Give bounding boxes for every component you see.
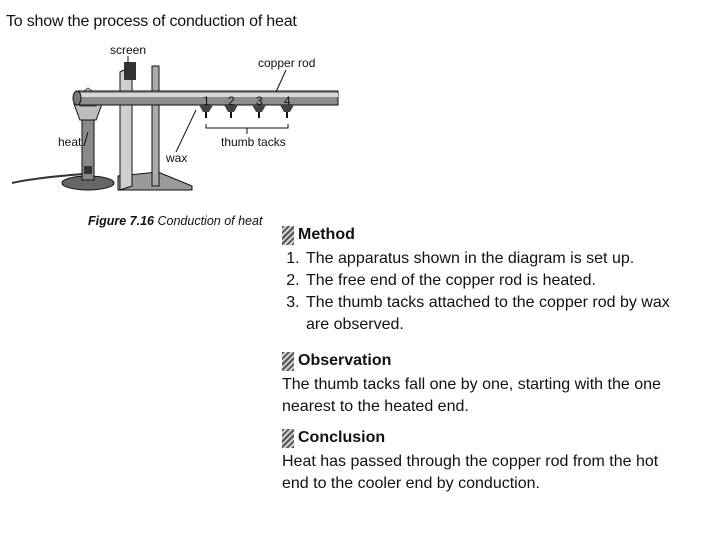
- observation-text: The thumb tacks fall one by one, startin…: [282, 376, 661, 415]
- page-title: To show the process of conduction of hea…: [6, 13, 297, 30]
- tack-number: 4: [284, 94, 291, 108]
- method-section: Method The apparatus shown in the diagra…: [282, 224, 676, 336]
- conclusion-section: Conclusion Heat has passed through the c…: [282, 427, 674, 495]
- conduction-apparatus-diagram: 1 2 3 4 screen copper rod heat wax thumb…: [11, 43, 339, 191]
- method-heading: Method: [282, 224, 676, 246]
- tack-number: 2: [228, 94, 235, 108]
- bunsen-burner: [11, 103, 115, 191]
- thumb-tack: [252, 105, 266, 118]
- section-marker-icon: [282, 352, 294, 371]
- method-steps: The apparatus shown in the diagram is se…: [282, 248, 676, 336]
- method-step: The apparatus shown in the diagram is se…: [304, 248, 676, 270]
- label-thumb-tacks: thumb tacks: [221, 135, 286, 149]
- label-wax: wax: [165, 151, 187, 165]
- observation-section: Observation The thumb tacks fall one by …: [282, 350, 674, 418]
- tack-number: 1: [203, 94, 210, 108]
- observation-heading: Observation: [282, 350, 674, 372]
- label-copper-rod: copper rod: [258, 56, 315, 70]
- figure-number: Figure 7.16: [88, 214, 154, 228]
- figure-caption-text: Conduction of heat: [157, 214, 263, 228]
- figure-caption: Figure 7.16 Conduction of heat: [88, 214, 262, 228]
- section-marker-icon: [282, 226, 294, 245]
- tack-number: 3: [256, 94, 263, 108]
- thumb-tack: [280, 105, 294, 118]
- method-step: The free end of the copper rod is heated…: [304, 270, 676, 292]
- conclusion-heading: Conclusion: [282, 427, 674, 449]
- thumb-tack: [199, 105, 213, 118]
- method-step: The thumb tacks attached to the copper r…: [304, 292, 676, 336]
- label-heat: heat: [58, 135, 82, 149]
- screen-board: [119, 62, 136, 191]
- thumb-tack: [224, 105, 238, 118]
- section-marker-icon: [282, 429, 294, 448]
- label-screen: screen: [110, 43, 146, 57]
- conclusion-text: Heat has passed through the copper rod f…: [282, 453, 659, 492]
